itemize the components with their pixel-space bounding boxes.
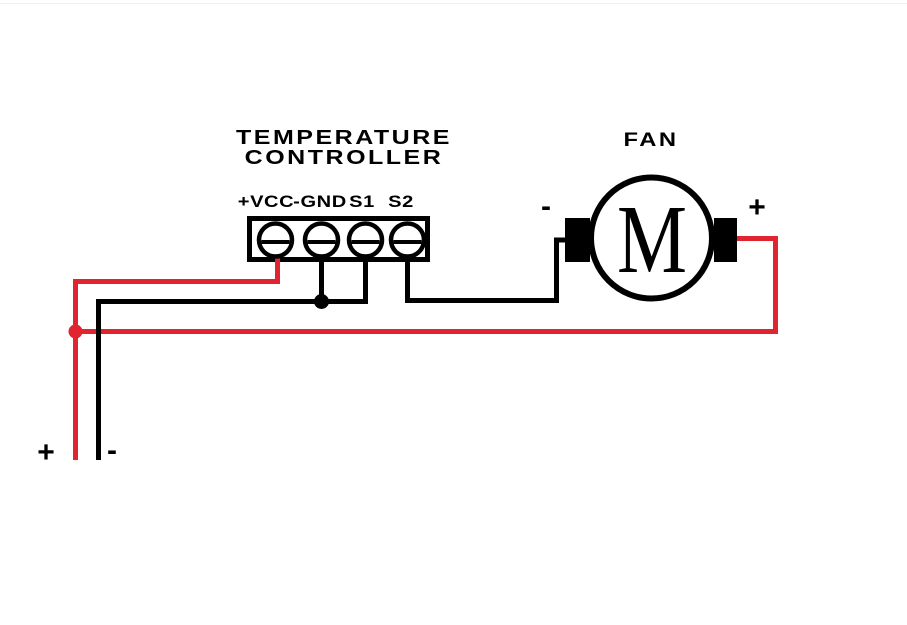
controller-title-line1: TEMPERATURE (236, 127, 452, 149)
terminal-label-gnd: -GND (293, 192, 347, 211)
motor-letter: M (617, 186, 687, 293)
supply-positive-label: + (37, 436, 55, 469)
s1-negative-wire (96, 248, 368, 460)
supply-negative-label: - (107, 434, 117, 467)
motor-positive-label: + (748, 191, 766, 224)
motor-negative-label: - (541, 190, 551, 223)
screw-terminals (256, 221, 427, 259)
controller-title: TEMPERATURE CONTROLLER (207, 128, 482, 168)
terminal-label-s2: S2 (388, 192, 414, 211)
fan-title: FAN (623, 130, 679, 151)
motor-body (588, 174, 715, 302)
motor-positive-wire (75, 236, 778, 334)
fan-motor: M (565, 174, 737, 302)
positive-junction-dot (68, 324, 83, 339)
s2-motor-wire (405, 237, 570, 303)
motor-terminal-negative (565, 218, 590, 262)
negative-junction-dot (314, 294, 329, 309)
controller-title-line2: CONTROLLER (244, 147, 444, 169)
terminal-label-s1: S1 (349, 192, 375, 211)
vcc-positive-wire (73, 248, 280, 460)
page-top-border (0, 3, 907, 4)
terminal-label-vcc: +VCC (237, 192, 295, 211)
motor-terminal-positive (714, 218, 737, 262)
